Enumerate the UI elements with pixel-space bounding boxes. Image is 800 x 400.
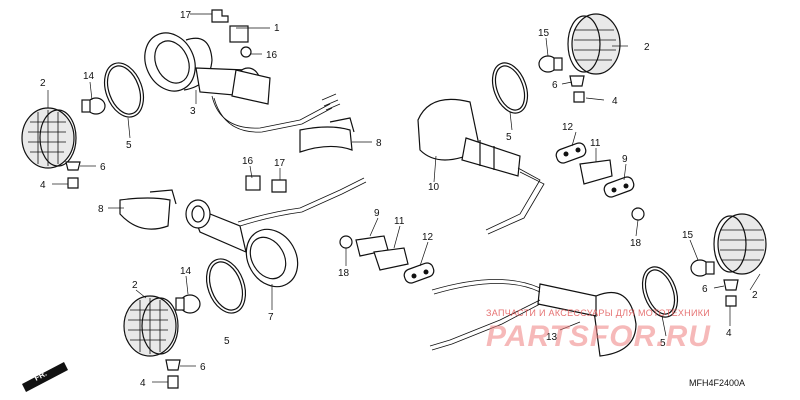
assembly-top-left xyxy=(21,9,355,189)
housing xyxy=(144,32,271,105)
callout-14b: 14 xyxy=(180,266,192,277)
front-direction-arrow: FR. xyxy=(22,362,68,392)
callout-7: 7 xyxy=(268,312,274,323)
callout-18b: 18 xyxy=(338,268,350,279)
callout-2b: 2 xyxy=(132,280,138,291)
callout-4c: 4 xyxy=(612,96,618,107)
callout-12: 12 xyxy=(562,122,574,133)
callout-2: 2 xyxy=(40,78,46,89)
callout-8: 8 xyxy=(376,138,382,149)
callout-2d: 2 xyxy=(752,290,758,301)
assembly-bottom-left: FR. xyxy=(22,258,247,392)
nut xyxy=(240,46,252,58)
callout-6c: 6 xyxy=(552,80,558,91)
bulb xyxy=(81,97,106,115)
assembly-top-right xyxy=(491,13,621,114)
callout-9b: 9 xyxy=(374,208,380,219)
watermark-logo: PARTSFOR.RU xyxy=(486,320,711,353)
leader-lines xyxy=(47,13,761,383)
watermark-caption: ЗАПЧАСТИ И АКСЕССУАРЫ ДЛЯ МОТОТЕХНИКИ xyxy=(486,308,711,318)
callout-15: 15 xyxy=(538,28,550,39)
callout-16: 16 xyxy=(266,50,278,61)
seal-ring xyxy=(103,62,145,118)
callout-16b: 16 xyxy=(242,156,254,167)
callout-4: 4 xyxy=(40,180,46,191)
bracket xyxy=(119,197,171,230)
callout-labels: 17 1 16 2 14 5 3 6 4 8 8 16 17 7 2 14 5 … xyxy=(40,10,758,389)
callout-5c: 5 xyxy=(506,132,512,143)
callout-1: 1 xyxy=(274,23,280,34)
assembly-center xyxy=(339,98,645,357)
callout-11: 11 xyxy=(590,138,601,149)
bolt xyxy=(211,9,229,23)
callout-5d: 5 xyxy=(660,338,666,349)
callout-2c: 2 xyxy=(644,42,650,53)
callout-6: 6 xyxy=(100,162,106,173)
callout-4b: 4 xyxy=(140,378,146,389)
callout-11b: 11 xyxy=(394,216,405,227)
diagram-code: MFH4F2400A xyxy=(689,378,746,388)
callout-10: 10 xyxy=(428,182,440,193)
callout-15b: 15 xyxy=(682,230,694,241)
callout-6b: 6 xyxy=(200,362,206,373)
assembly-bottom-right xyxy=(641,213,767,318)
callout-14: 14 xyxy=(83,71,95,82)
callout-4d: 4 xyxy=(726,328,732,339)
callout-5b: 5 xyxy=(224,336,230,347)
callout-18: 18 xyxy=(630,238,642,249)
assembly-middle-left xyxy=(119,175,367,288)
callout-17: 17 xyxy=(180,10,192,21)
callout-17b: 17 xyxy=(274,158,286,169)
callout-9: 9 xyxy=(622,154,628,165)
lens-unit xyxy=(21,107,77,169)
mounting-plate xyxy=(229,25,249,43)
callout-3: 3 xyxy=(190,106,196,117)
callout-8b: 8 xyxy=(98,204,104,215)
callout-12b: 12 xyxy=(422,232,434,243)
callout-5: 5 xyxy=(126,140,132,151)
bracket xyxy=(299,126,353,153)
callout-6d: 6 xyxy=(702,284,708,295)
callout-13: 13 xyxy=(546,332,558,343)
